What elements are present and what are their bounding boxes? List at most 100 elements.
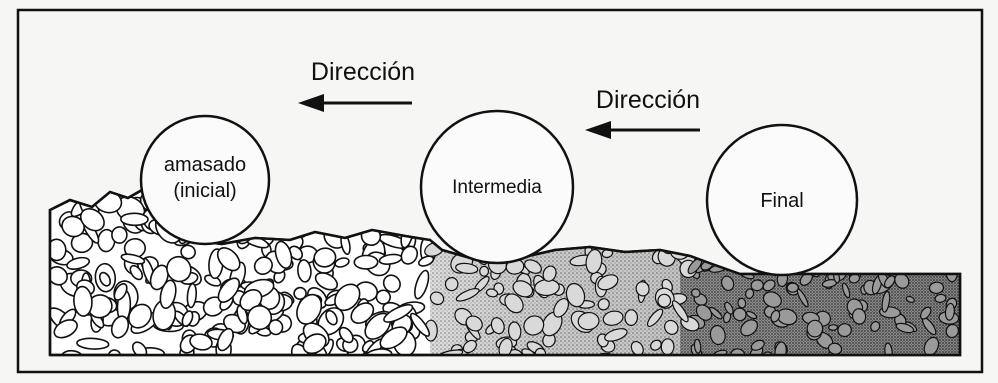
soil-pebble (624, 309, 639, 326)
soil-pebble (189, 333, 213, 351)
soil-pebble (455, 288, 480, 302)
soil-pebble (611, 231, 634, 246)
soil-pebble (588, 209, 604, 225)
soil-pebble (98, 271, 112, 287)
soil-pebble (490, 317, 505, 335)
soil-pebble (690, 196, 700, 208)
soil-pebble (542, 265, 557, 282)
soil-pebble (602, 310, 624, 326)
soil-pebble (625, 237, 642, 248)
soil-pebble (268, 319, 284, 336)
soil-pebble (732, 307, 747, 322)
roller-intermediate-label: Intermedia (452, 177, 542, 198)
roller-initial: amasado (inicial) (139, 114, 271, 246)
soil-pebble (53, 319, 78, 339)
soil-pebble (590, 196, 607, 213)
soil-pebble (649, 221, 669, 244)
soil-pebble (693, 338, 702, 354)
soil-pebble (806, 319, 824, 338)
soil-pebble (313, 247, 337, 268)
soil-pebble (577, 311, 600, 331)
soil-pebble (73, 285, 93, 317)
soil-pebble (922, 194, 936, 208)
soil-pebble (643, 207, 670, 227)
soil-pebble (113, 282, 128, 301)
soil-pebble (905, 227, 916, 247)
soil-pebble (636, 221, 659, 240)
soil-pebble (129, 264, 144, 281)
soil-pebble (349, 209, 377, 224)
soil-pebble (523, 315, 545, 336)
soil-pebble (378, 253, 403, 265)
soil-pebble (888, 196, 908, 215)
soil-pebble (918, 208, 934, 225)
soil-pebble (50, 266, 68, 286)
soil-pebble (339, 199, 365, 215)
soil-pebble (786, 282, 799, 293)
soil-pebble (247, 305, 273, 331)
soil-pebble (325, 309, 338, 326)
soil-pebble (564, 224, 576, 235)
soil-pebble (750, 279, 764, 292)
roller-initial-label-line1: amasado (164, 154, 246, 176)
soil-pebble (934, 221, 950, 236)
roller-final-label: Final (760, 190, 803, 212)
soil-pebble (709, 306, 723, 320)
direction-label-left: Dirección (311, 58, 415, 86)
soil-outline (48, 188, 962, 357)
soil-pebble (774, 341, 787, 355)
soil-pebble (913, 244, 926, 259)
soil-pebble (599, 207, 618, 223)
soil-pebble (954, 197, 960, 207)
soil-pebble (661, 219, 683, 236)
soil-pebble (293, 286, 307, 301)
soil-pebble (387, 207, 411, 222)
soil-pebble (332, 196, 349, 223)
soil-pebble (120, 253, 146, 265)
soil-pebble (216, 327, 234, 352)
soil-pebble (274, 240, 293, 269)
soil-pebble (851, 308, 867, 325)
soil-pebble (180, 244, 196, 260)
soil-pebble (635, 281, 650, 297)
soil-pebble (900, 219, 914, 229)
soil-pebble (745, 288, 755, 300)
soil-pebble (905, 238, 923, 258)
soil-pebble (934, 293, 947, 303)
soil-pebble (574, 203, 596, 224)
soil-pebble (61, 215, 85, 238)
soil-pebble (400, 245, 419, 265)
soil-pebble (832, 263, 845, 274)
soil-pebble (745, 310, 758, 320)
soil-pebble (314, 272, 338, 291)
soil-pebble (565, 282, 586, 308)
roller-final-circle (705, 123, 859, 277)
soil-pebble (837, 261, 852, 273)
roller-initial-circle (139, 114, 271, 246)
soil-pebble (216, 247, 241, 272)
soil-pebble (642, 195, 653, 207)
soil-pebble (110, 315, 130, 339)
soil-pebble (315, 199, 339, 226)
soil-pebble (590, 225, 608, 243)
roller-intermediate: Intermedia (419, 109, 575, 265)
soil-pebble (945, 323, 959, 339)
soil-pebble (409, 312, 431, 337)
soil-pebble (253, 256, 273, 275)
soil-pebble (296, 293, 323, 325)
soil-pebble (379, 326, 408, 350)
soil-pebble (938, 195, 954, 217)
soil-pebble (724, 301, 734, 315)
soil-pebble (485, 288, 499, 298)
soil-pebble (944, 302, 955, 321)
soil-pebble (585, 248, 603, 275)
soil-pebble (311, 216, 327, 233)
soil-pebble (597, 274, 619, 291)
soil-pebble (338, 326, 354, 344)
soil-pebble (479, 265, 490, 277)
soil-pebble (382, 274, 401, 293)
soil-pebble (79, 207, 105, 232)
soil-pebble (76, 337, 110, 350)
soil-pebble (650, 231, 666, 247)
